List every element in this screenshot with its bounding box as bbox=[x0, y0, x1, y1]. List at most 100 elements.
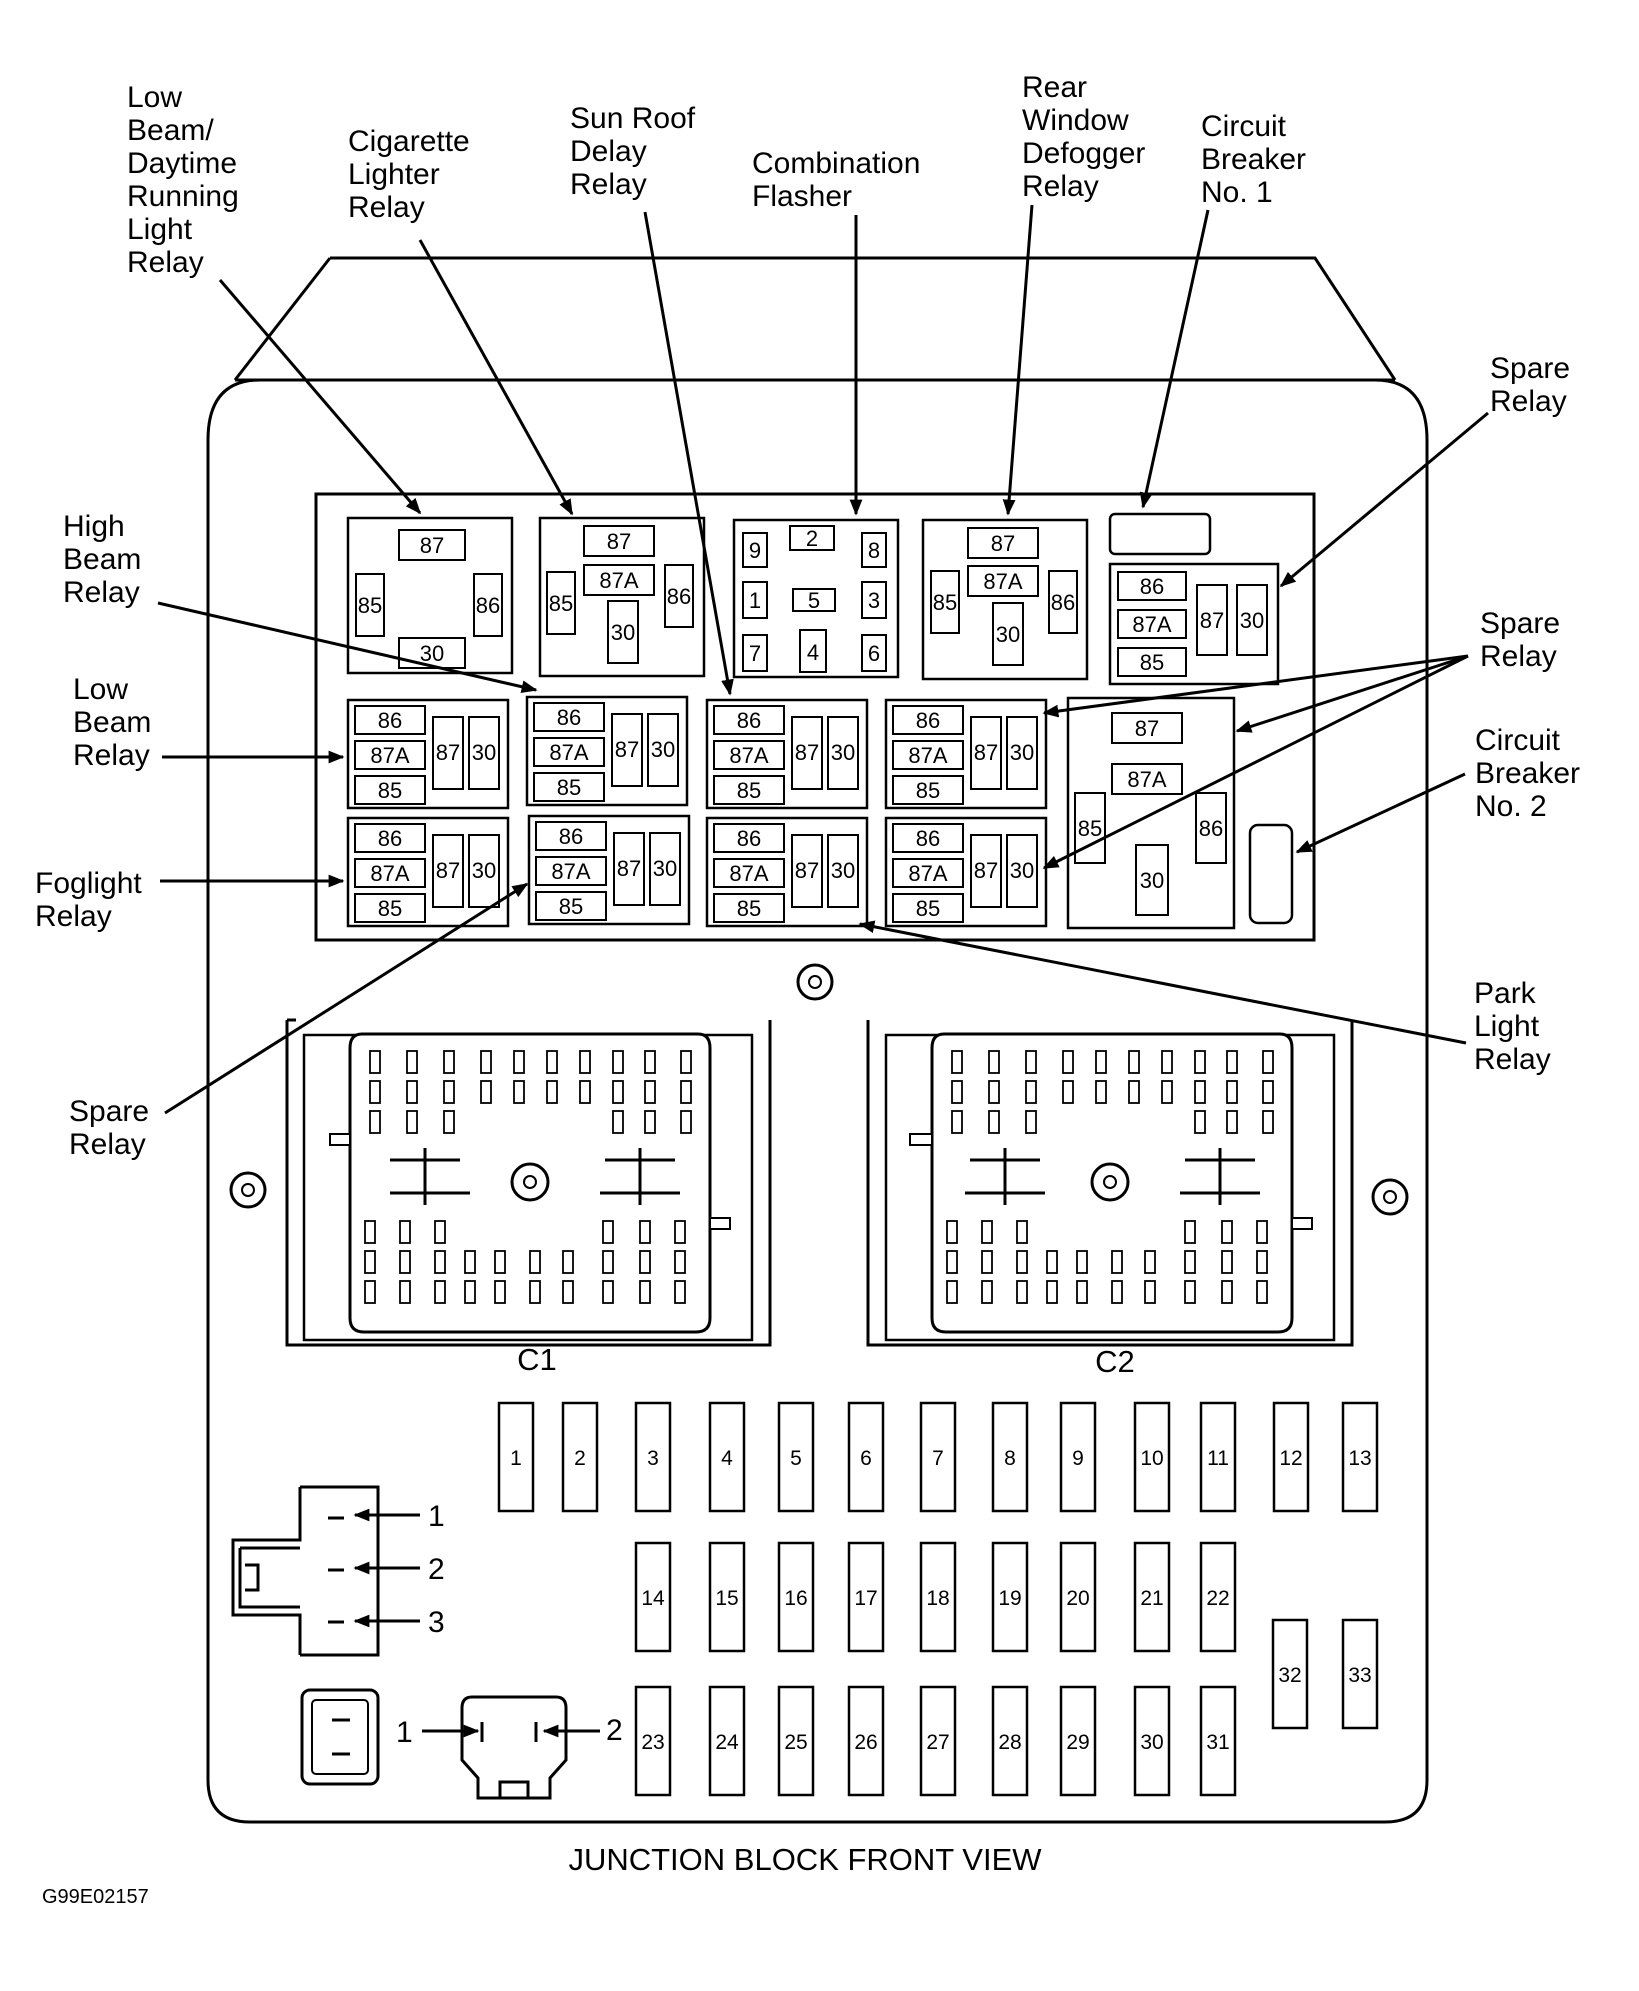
fuse-number: 24 bbox=[715, 1731, 739, 1754]
svg-text:30: 30 bbox=[831, 740, 855, 765]
fuse-slot: 2 bbox=[561, 1401, 599, 1513]
callout-high-beam-relay: High Beam Relay bbox=[63, 510, 150, 609]
connector-pin bbox=[680, 1080, 692, 1104]
leader-spare-middle-a bbox=[1042, 654, 1469, 718]
fuse-number: 6 bbox=[860, 1447, 872, 1470]
connector-pin bbox=[644, 1050, 656, 1074]
mounting-hole bbox=[1371, 1178, 1409, 1216]
fuse-slot: 1 bbox=[497, 1401, 535, 1513]
fuse-slot: 10 bbox=[1133, 1401, 1171, 1513]
fuse-slot: 23 bbox=[634, 1685, 672, 1797]
connector-pin bbox=[369, 1050, 381, 1074]
svg-text:87: 87 bbox=[436, 740, 460, 765]
connector-pin bbox=[513, 1080, 525, 1104]
connector-pin bbox=[1221, 1220, 1233, 1244]
fuse-number: 3 bbox=[647, 1447, 659, 1470]
high-beam-relay-socket: 86 87A 85 87 30 bbox=[525, 695, 689, 807]
connector-pin bbox=[1161, 1050, 1173, 1074]
fuse-slot: 13 bbox=[1341, 1401, 1379, 1513]
three-pin-connector bbox=[231, 1485, 380, 1657]
connector-pin bbox=[1226, 1080, 1238, 1104]
svg-text:9: 9 bbox=[749, 538, 761, 563]
connector-pin bbox=[434, 1250, 446, 1274]
connector-pin bbox=[434, 1280, 446, 1304]
connector-pin bbox=[1144, 1280, 1156, 1304]
connector-pin bbox=[1062, 1050, 1074, 1074]
svg-text:85: 85 bbox=[737, 896, 761, 921]
connector-pin bbox=[988, 1080, 1000, 1104]
svg-text:85: 85 bbox=[737, 778, 761, 803]
svg-text:87: 87 bbox=[420, 533, 444, 558]
two-pin-connector bbox=[460, 1695, 568, 1800]
connector-pin bbox=[546, 1050, 558, 1074]
connector-pin bbox=[1184, 1250, 1196, 1274]
fuse-slot: 11 bbox=[1199, 1401, 1237, 1513]
connector-pin bbox=[602, 1280, 614, 1304]
svg-text:87: 87 bbox=[991, 531, 1015, 556]
connector-pin bbox=[369, 1080, 381, 1104]
svg-text:4: 4 bbox=[807, 640, 819, 665]
svg-text:86: 86 bbox=[916, 708, 940, 733]
connector-pin bbox=[1046, 1250, 1058, 1274]
connector-c2-label: C2 bbox=[1095, 1344, 1135, 1379]
spare-relay-large-socket: 87 87A 85 86 30 bbox=[1066, 696, 1236, 930]
connector-pin bbox=[1226, 1050, 1238, 1074]
leader-rear-window-defogger bbox=[1002, 204, 1034, 516]
connector-pin bbox=[1256, 1250, 1268, 1274]
connector-pin bbox=[1095, 1050, 1107, 1074]
connector-pin bbox=[1256, 1220, 1268, 1244]
svg-text:3: 3 bbox=[868, 588, 880, 613]
connector-pin bbox=[1111, 1250, 1123, 1274]
svg-text:86: 86 bbox=[1199, 816, 1223, 841]
svg-text:8: 8 bbox=[868, 538, 880, 563]
fuse-number: 19 bbox=[998, 1587, 1021, 1610]
svg-text:30: 30 bbox=[651, 737, 675, 762]
svg-text:87A: 87A bbox=[1127, 767, 1166, 792]
connector-pin bbox=[1144, 1250, 1156, 1274]
leader-spare-relay-top bbox=[1279, 411, 1489, 588]
connector-pin bbox=[480, 1050, 492, 1074]
park-light-relay-socket: 86 87A 85 87 30 bbox=[705, 816, 869, 928]
callout-leader-lines bbox=[157, 204, 1489, 1115]
connector-pin bbox=[946, 1250, 958, 1274]
svg-text:87: 87 bbox=[607, 529, 631, 554]
svg-text:87: 87 bbox=[617, 856, 641, 881]
connector-pin bbox=[546, 1080, 558, 1104]
svg-text:87A: 87A bbox=[599, 568, 638, 593]
svg-text:86: 86 bbox=[667, 584, 691, 609]
svg-text:86: 86 bbox=[737, 708, 761, 733]
fuse-slot: 29 bbox=[1059, 1685, 1097, 1797]
callout-low-beam-relay: Low Beam Relay bbox=[73, 673, 160, 772]
connector-pin bbox=[399, 1280, 411, 1304]
combination-flasher-socket: 2 9 8 1 5 3 7 4 6 bbox=[732, 518, 900, 679]
fuse-slot: 12 bbox=[1272, 1401, 1310, 1513]
spare-relay-bottom-socket: 86 87A 85 87 30 bbox=[527, 814, 691, 926]
connector-pin bbox=[1262, 1080, 1274, 1104]
svg-text:87: 87 bbox=[436, 858, 460, 883]
connector-pin bbox=[364, 1220, 376, 1244]
connector-pin bbox=[1262, 1110, 1274, 1134]
fuse-number: 12 bbox=[1279, 1447, 1302, 1470]
fuse-number: 10 bbox=[1140, 1447, 1163, 1470]
connector-pin bbox=[529, 1250, 541, 1274]
figure-code: G99E02157 bbox=[42, 1886, 149, 1908]
connector-pin bbox=[1194, 1110, 1206, 1134]
fuse-slot: 14 bbox=[634, 1541, 672, 1653]
connector-pin bbox=[406, 1080, 418, 1104]
junction-block-housing bbox=[206, 256, 1429, 1824]
callout-rear-window-defogger-relay: Rear Window Defogger Relay bbox=[1022, 71, 1154, 203]
fuse-number: 4 bbox=[721, 1447, 733, 1470]
connector-pin bbox=[494, 1280, 506, 1304]
fuse-number: 20 bbox=[1066, 1587, 1089, 1610]
svg-text:85: 85 bbox=[1078, 816, 1102, 841]
connector-pin bbox=[1076, 1280, 1088, 1304]
connector-c1-label: C1 bbox=[517, 1342, 557, 1377]
connector-pin bbox=[562, 1250, 574, 1274]
svg-text:30: 30 bbox=[420, 641, 444, 666]
svg-text:85: 85 bbox=[378, 778, 402, 803]
fuse-slot: 21 bbox=[1133, 1541, 1171, 1653]
fuse-number: 33 bbox=[1348, 1664, 1371, 1687]
connector-pin bbox=[1062, 1080, 1074, 1104]
svg-text:87A: 87A bbox=[370, 861, 409, 886]
